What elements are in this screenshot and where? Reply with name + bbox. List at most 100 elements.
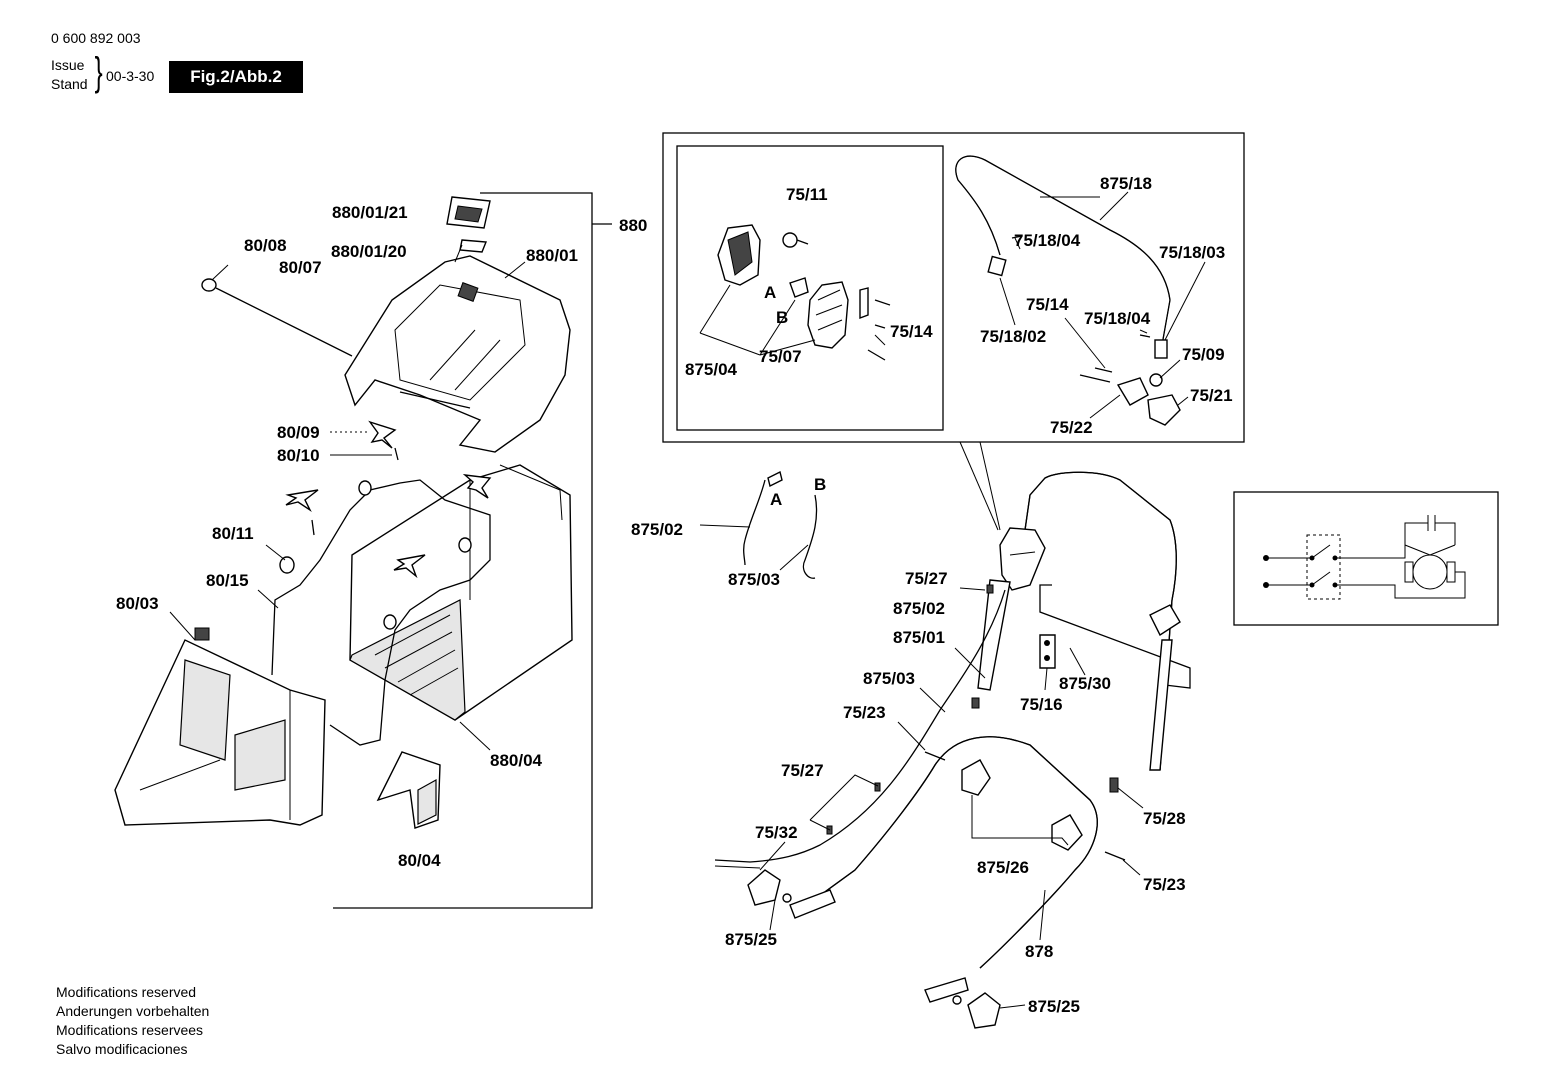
issue-date: 00-3-30 xyxy=(106,68,155,84)
label-875-02-b: 875/02 xyxy=(893,599,945,618)
label-875-03-a: 875/03 xyxy=(728,570,780,589)
label-75-16: 75/16 xyxy=(1020,695,1063,714)
bracket-880 xyxy=(333,192,593,909)
label-875-30: 875/30 xyxy=(1059,674,1111,693)
label-75-14-inset: 75/14 xyxy=(890,322,933,341)
label-875-25-a: 875/25 xyxy=(725,930,777,949)
lower-tube-875-01 xyxy=(977,579,1011,691)
label-875-18: 875/18 xyxy=(1100,174,1152,193)
label-80-04: 80/04 xyxy=(398,851,441,870)
label-875-25-b: 875/25 xyxy=(1028,997,1080,1016)
cap-75-21 xyxy=(1147,394,1181,426)
wiring-diagram xyxy=(1263,515,1466,600)
screw-80-10 xyxy=(394,447,399,461)
footer-line-fr: Modifications reservees xyxy=(56,1022,204,1038)
footer-line-en: Modifications reserved xyxy=(56,984,197,1000)
cable-875-02 xyxy=(743,479,766,566)
label-A: A xyxy=(770,490,782,509)
switch-body-75-22 xyxy=(1116,377,1149,406)
label-75-18-02: 75/18/02 xyxy=(980,327,1046,346)
footer-line-de: Anderungen vorbehalten xyxy=(56,1003,210,1019)
figure-badge: Fig.2/Abb.2 xyxy=(169,61,303,93)
stand-label: Stand xyxy=(51,76,88,92)
label-875-04: 875/04 xyxy=(685,360,738,379)
part-labels: 880/01/21 880 80/08 880/01/20 880/01 80/… xyxy=(116,174,1233,1016)
nut-75-09 xyxy=(1149,373,1163,387)
label-75-09: 75/09 xyxy=(1182,345,1225,364)
box-floor-part xyxy=(349,599,466,721)
wing-nut-top xyxy=(462,474,492,499)
lower-handle-878 xyxy=(799,736,1098,969)
motor-cable xyxy=(714,589,1006,863)
label-75-27-b: 75/27 xyxy=(781,761,824,780)
label-80-07: 80/07 xyxy=(279,258,322,277)
label-A-inset: A xyxy=(764,283,776,302)
detail-inset-frame xyxy=(662,132,1245,443)
rail-875-30 xyxy=(1039,584,1191,689)
rod-nut-part xyxy=(201,278,217,292)
contact-A-part xyxy=(789,277,809,298)
label-75-32: 75/32 xyxy=(755,823,798,842)
axle-rod-part xyxy=(215,287,353,357)
switch-cover-part xyxy=(807,281,849,349)
label-plate-face xyxy=(454,205,483,223)
label-875-03-b: 875/03 xyxy=(863,669,915,688)
screw-75-11 xyxy=(782,232,798,248)
box-lid-recess xyxy=(394,284,526,401)
footer-notice: Modifications reserved Anderungen vorbeh… xyxy=(56,983,209,1059)
wing-nut-left xyxy=(285,489,319,513)
wiring-diagram-frame xyxy=(1233,491,1499,626)
label-75-18-03: 75/18/03 xyxy=(1159,243,1225,262)
label-875-01: 875/01 xyxy=(893,628,945,647)
label-75-11: 75/11 xyxy=(786,185,828,204)
label-880: 880 xyxy=(619,216,647,235)
label-75-07: 75/07 xyxy=(759,347,802,366)
label-80-09: 80/09 xyxy=(277,423,320,442)
label-B-inset: B xyxy=(776,308,788,327)
document-number: 0 600 892 003 xyxy=(51,30,141,46)
label-75-18-04-a: 75/18/04 xyxy=(1014,231,1081,250)
knob-875-26-lower xyxy=(1051,814,1083,851)
clip-80-11 xyxy=(279,556,295,574)
label-75-18-04-b: 75/18/04 xyxy=(1084,309,1151,328)
label-75-23-a: 75/23 xyxy=(843,703,886,722)
label-80-10: 80/10 xyxy=(277,446,320,465)
wire-frame-part xyxy=(271,479,491,746)
label-75-23-b: 75/23 xyxy=(1143,875,1186,894)
issue-label: Issue xyxy=(51,57,85,73)
label-880-01: 880/01 xyxy=(526,246,578,265)
knob-875-25-right xyxy=(967,992,1001,1029)
clip-part xyxy=(459,239,488,253)
label-B: B xyxy=(814,475,826,494)
label-75-27-a: 75/27 xyxy=(905,569,948,588)
label-875-26: 875/26 xyxy=(977,858,1029,877)
label-80-11: 80/11 xyxy=(212,524,254,543)
knob-875-26-upper xyxy=(961,759,991,796)
handle-assembly xyxy=(714,471,1191,1029)
label-75-14: 75/14 xyxy=(1026,295,1069,314)
wing-nut-center xyxy=(393,554,426,579)
clip-75-18-03 xyxy=(1154,339,1168,359)
brace-glyph: } xyxy=(94,50,103,94)
label-75-21: 75/21 xyxy=(1190,386,1233,405)
box-lid-part xyxy=(344,255,571,453)
footer-line-es: Salvo modificaciones xyxy=(56,1041,188,1057)
label-80-15: 80/15 xyxy=(206,571,249,590)
label-880-01-20: 880/01/20 xyxy=(331,242,407,261)
label-880-01-21: 880/01/21 xyxy=(332,203,408,222)
label-75-22: 75/22 xyxy=(1050,418,1093,437)
switch-detail-frame xyxy=(676,145,944,431)
clip-75-16 xyxy=(1039,634,1056,669)
bracket-part xyxy=(859,287,869,320)
label-875-02-a: 875/02 xyxy=(631,520,683,539)
wing-nut-80-09 xyxy=(368,420,397,449)
label-878: 878 xyxy=(1025,942,1053,961)
grass-box-group xyxy=(114,192,612,909)
label-80-08: 80/08 xyxy=(244,236,287,255)
knob-875-25-left xyxy=(747,869,781,906)
handle-switch-box xyxy=(999,527,1046,591)
clip-75-18-02 xyxy=(987,255,1007,277)
cable-875-03 xyxy=(802,494,818,579)
